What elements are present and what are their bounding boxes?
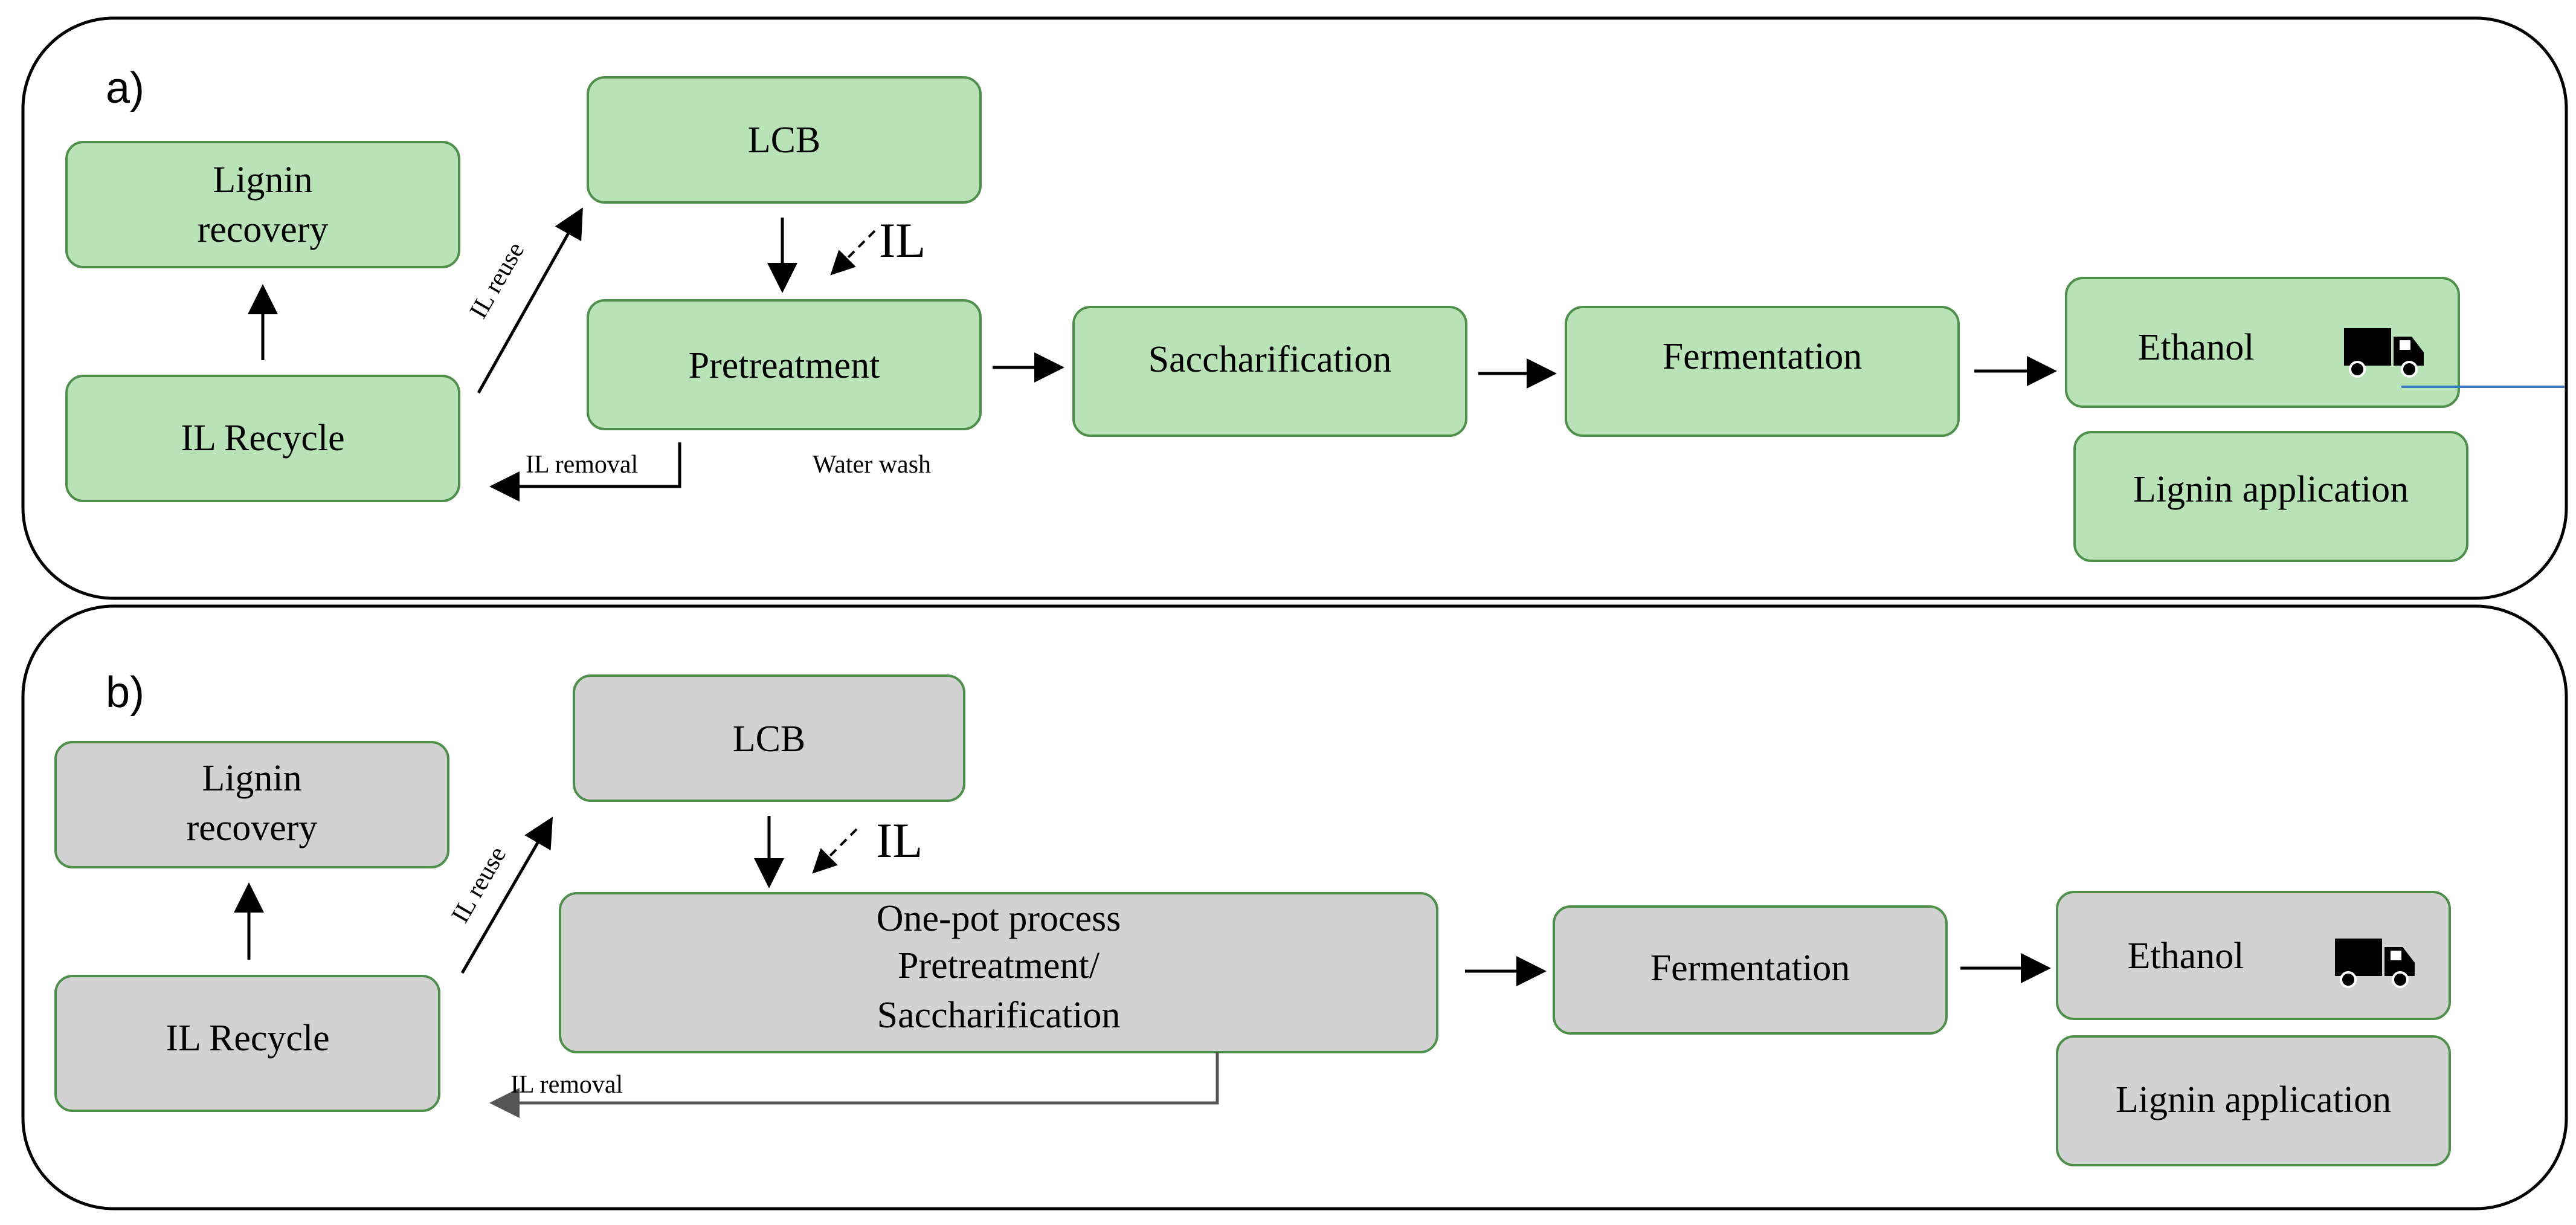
node-lignin-application-b: Lignin application: [2056, 1035, 2451, 1166]
one-pot-line-2: Pretreatment/: [898, 945, 1100, 986]
one-pot-line-1: One-pot process: [877, 898, 1121, 939]
node-fermentation-a: Fermentation: [1565, 306, 1960, 437]
node-saccharification-a: Saccharification: [1072, 306, 1467, 437]
il-recycle-box: [54, 975, 440, 1112]
panel-a: a) Lignin recovery IL Recycle LCB Pretre…: [21, 16, 2568, 600]
lignin-application-box: [2073, 431, 2468, 562]
panel-b-label: b): [106, 668, 144, 717]
panel-a-label: a): [106, 64, 144, 112]
il-recycle-label: IL Recycle: [181, 418, 344, 459]
node-ethanol-b: Ethanol: [2056, 891, 2451, 1020]
arrow-il-reuse-a: [477, 207, 583, 394]
node-ethanol-a: Ethanol: [2065, 277, 2460, 408]
node-fermentation-b: Fermentation: [1553, 905, 1948, 1035]
fermentation-box: [1553, 905, 1948, 1035]
node-lignin-recovery-a: Lignin recovery: [65, 141, 460, 268]
il-removal-label-a: IL removal: [526, 451, 638, 479]
node-lignin-recovery-b: Lignin recovery: [54, 741, 449, 868]
fermentation-box: [1565, 306, 1960, 437]
one-pot-line-3: Saccharification: [877, 995, 1121, 1036]
node-lignin-application-a: Lignin application: [2073, 431, 2468, 562]
arrow-il-input-a: [830, 230, 876, 276]
fermentation-label: Fermentation: [1663, 336, 1863, 377]
lcb-label: LCB: [733, 719, 806, 760]
lignin-recovery-line-1: Lignin: [202, 758, 301, 799]
panel-b: b) Lignin recovery IL Recycle LCB One-po…: [21, 604, 2568, 1210]
lignin-recovery-box: [65, 141, 460, 268]
arrow-il-input-b: [812, 828, 858, 874]
pretreatment-box: [587, 299, 982, 430]
pretreatment-label: Pretreatment: [689, 345, 880, 386]
arrow-il-reuse-b: [460, 816, 553, 974]
ethanol-label: Ethanol: [2128, 936, 2244, 977]
one-pot-box: [559, 892, 1438, 1053]
node-il-recycle-a: IL Recycle: [65, 375, 460, 502]
node-one-pot-b: One-pot process Pretreatment/ Saccharifi…: [559, 892, 1438, 1053]
lignin-application-label: Lignin application: [2116, 1079, 2391, 1120]
saccharification-label: Saccharification: [1148, 339, 1392, 380]
fermentation-label: Fermentation: [1650, 948, 1850, 989]
saccharification-box: [1072, 306, 1467, 437]
lignin-recovery-line-1: Lignin: [213, 160, 312, 201]
lignin-recovery-line-2: recovery: [198, 209, 329, 250]
lcb-box: [587, 76, 982, 204]
lignin-recovery-box: [54, 741, 449, 868]
arrow-il-removal-a: [489, 442, 681, 502]
truck-icon: [2335, 939, 2415, 988]
lignin-application-label: Lignin application: [2133, 469, 2409, 510]
arrow-il-removal-b: [489, 1052, 1219, 1118]
node-lcb-a: LCB: [587, 76, 982, 204]
il-removal-label-b: IL removal: [510, 1071, 623, 1099]
il-recycle-label: IL Recycle: [166, 1018, 329, 1059]
lignin-recovery-line-2: recovery: [187, 807, 318, 848]
truck-icon: [2344, 328, 2424, 378]
lcb-label: LCB: [748, 120, 821, 161]
node-il-recycle-b: IL Recycle: [54, 975, 440, 1112]
lcb-box: [573, 674, 965, 802]
il-label-a: IL: [879, 213, 926, 268]
water-wash-label-a: Water wash: [813, 451, 931, 479]
node-pretreatment-a: Pretreatment: [587, 299, 982, 430]
il-label-b: IL: [876, 813, 923, 868]
node-lcb-b: LCB: [573, 674, 965, 802]
il-recycle-box: [65, 375, 460, 502]
lignin-application-box: [2056, 1035, 2451, 1166]
ethanol-label: Ethanol: [2138, 327, 2255, 368]
